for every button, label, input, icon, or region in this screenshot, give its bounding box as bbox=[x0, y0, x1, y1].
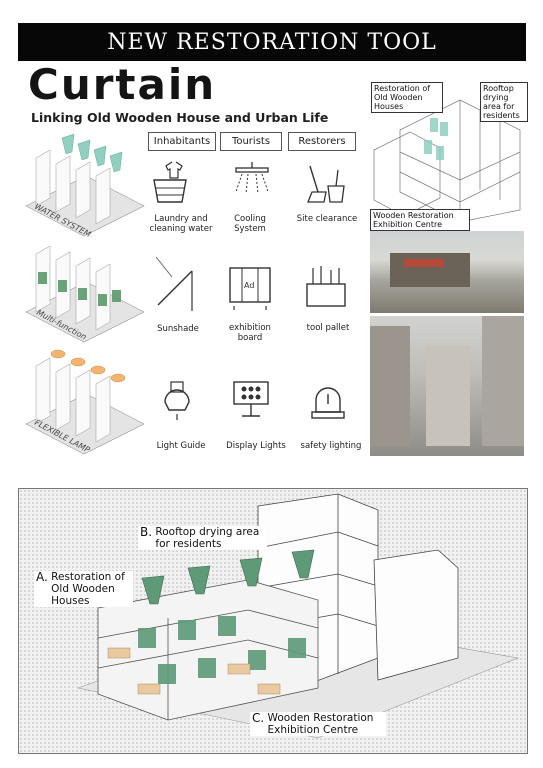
item-label-light-guide: Light Guide Plate bbox=[156, 441, 206, 451]
callout-b: B. Rooftop drying area for residents bbox=[138, 525, 268, 550]
callout-a-letter: A. bbox=[36, 570, 48, 584]
callout-c-text: Wooden Restoration Exhibition Centre bbox=[267, 712, 374, 736]
item-label-laundry: Laundry and cleaning water bbox=[149, 214, 213, 234]
flexible-lamp-diagram: FLEXIBLE LAMP bbox=[25, 349, 145, 455]
banner-title: NEW RESTORATION TOOL bbox=[107, 29, 437, 55]
item-label-site-clearance: Site clearance bbox=[296, 214, 358, 224]
item-label-safety-lighting: safety lighting bbox=[300, 441, 362, 451]
photo-exhibition-centre bbox=[370, 231, 524, 313]
label-rooftop-drying: Rooftop drying area for residents bbox=[480, 82, 528, 122]
axonometric-drawing bbox=[76, 493, 520, 739]
column-header-restorers: Restorers bbox=[288, 132, 356, 151]
laundry-basket-icon bbox=[153, 161, 187, 203]
photo-street-houses bbox=[370, 316, 524, 456]
page-title: Curtain bbox=[28, 60, 217, 109]
item-label-exhibition: exhibition board bbox=[229, 323, 271, 343]
callout-a-text: Restoration of Old Wooden Houses bbox=[51, 571, 125, 607]
cooling-sprinkler-icon bbox=[235, 162, 269, 195]
item-label-display-lights: Display Lights bbox=[226, 441, 286, 451]
banner: NEW RESTORATION TOOL bbox=[18, 23, 526, 61]
item-label-tool-pallet: tool pallet bbox=[306, 323, 350, 333]
sunshade-icon bbox=[155, 256, 193, 311]
callout-b-text: Rooftop drying area for residents bbox=[155, 526, 260, 550]
label-exhibition-centre-top: Wooden Restoration Exhibition Centre bbox=[370, 209, 470, 231]
cleaning-tools-icon bbox=[307, 165, 345, 203]
callout-c: C. Wooden Restoration Exhibition Centre bbox=[250, 712, 386, 736]
safety-light-icon bbox=[311, 387, 345, 419]
callout-a: A. Restoration of Old Wooden Houses bbox=[34, 570, 134, 607]
callout-c-letter: C. bbox=[252, 711, 265, 725]
exhibition-board-icon: Ad bbox=[229, 267, 271, 310]
light-bulb-icon bbox=[164, 381, 190, 420]
label-restoration-old-wooden-houses: Restoration of Old Wooden Houses bbox=[371, 82, 443, 113]
water-system-diagram: WATER SYSTEM bbox=[25, 133, 145, 238]
page-subtitle: Linking Old Wooden House and Urban Life bbox=[31, 110, 329, 125]
column-header-tourists: Tourists bbox=[220, 132, 282, 151]
item-label-cooling: Cooling System bbox=[234, 214, 266, 234]
item-label-sunshade: Sunshade bbox=[157, 324, 199, 334]
column-header-inhabitants: Inhabitants bbox=[148, 132, 216, 151]
display-light-icon bbox=[233, 381, 269, 417]
tool-pallet-icon bbox=[306, 266, 346, 307]
callout-b-letter: B. bbox=[140, 525, 153, 539]
exhibition-board-text: Ad bbox=[244, 281, 254, 290]
multi-function-diagram: Multi-function bbox=[25, 245, 145, 343]
